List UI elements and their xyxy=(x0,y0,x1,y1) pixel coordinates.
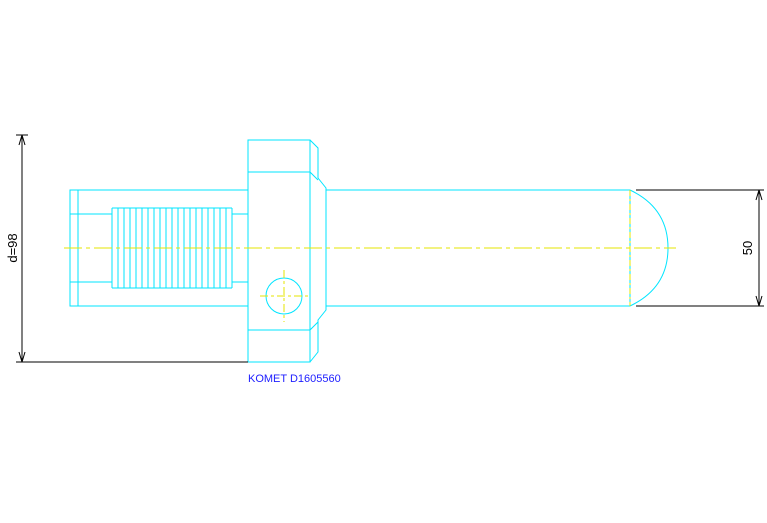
centerlines xyxy=(64,190,676,322)
dimension-shank-label: 50 xyxy=(740,241,755,255)
collar-flange xyxy=(247,139,327,363)
part-label: KOMET D1605560 xyxy=(248,373,341,385)
part-outline xyxy=(69,139,669,363)
dimension-overall xyxy=(16,134,248,363)
dimension-shank xyxy=(636,189,764,307)
dimension-overall-label: d=98 xyxy=(5,233,20,262)
